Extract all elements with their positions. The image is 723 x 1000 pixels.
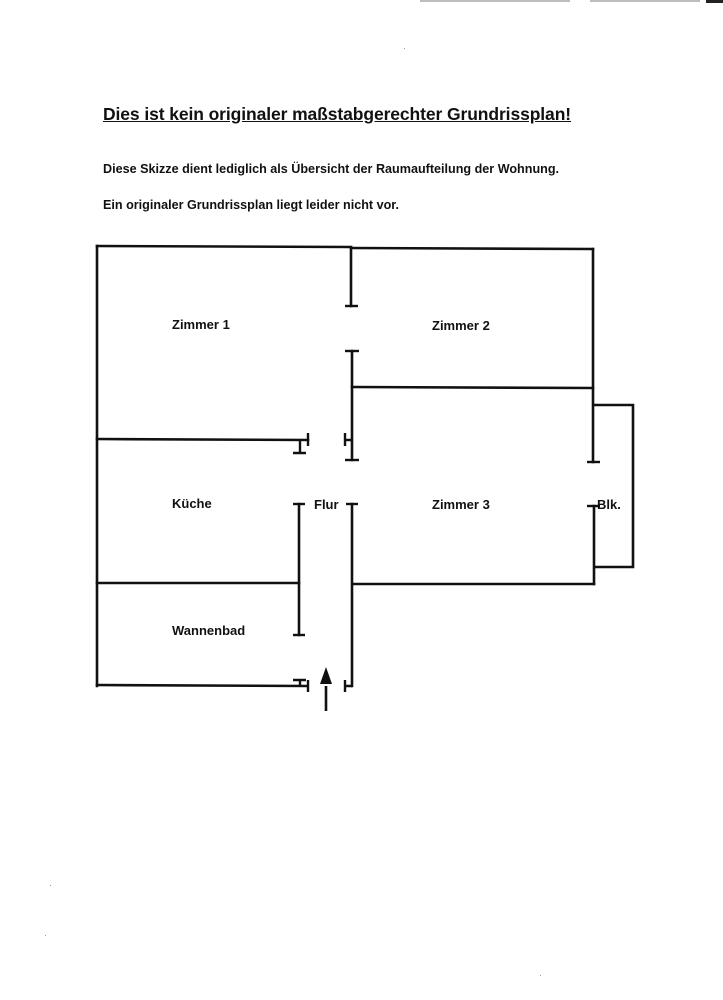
scan-artifact-line — [590, 0, 700, 2]
room-label-kueche: Küche — [172, 496, 212, 511]
room-label-zimmer-2: Zimmer 2 — [432, 318, 490, 333]
wall-outer-top-left — [95, 244, 353, 249]
arrow-up-icon — [320, 667, 332, 711]
scan-artifact-mark — [706, 0, 723, 3]
page-heading: Dies ist kein originaler maßstabgerechte… — [103, 104, 572, 124]
wall-outer-bottom — [95, 683, 308, 688]
scan-speck — [45, 935, 46, 936]
scan-speck — [540, 975, 541, 976]
wall-balcony — [592, 403, 635, 569]
room-label-flur: Flur — [314, 497, 339, 512]
door-cap — [293, 440, 306, 455]
scan-artifact-line — [420, 0, 570, 2]
wall-zimmer1-kueche — [95, 437, 310, 442]
room-label-wannenbad: Wannenbad — [172, 623, 245, 638]
note-paragraph: Ein originaler Grundrissplan liegt leide… — [103, 198, 400, 212]
intro-paragraph: Diese Skizze dient lediglich als Übersic… — [103, 162, 560, 176]
wall-outer-top-right — [349, 246, 595, 251]
room-label-balkon: Blk. — [597, 497, 621, 512]
wall-zimmer2-zimmer3 — [350, 385, 595, 390]
room-label-zimmer-3: Zimmer 3 — [432, 497, 490, 512]
scan-speck — [404, 48, 405, 49]
room-label-zimmer-1: Zimmer 1 — [172, 317, 230, 332]
door-cap — [343, 433, 352, 446]
door-cap — [343, 680, 352, 692]
scan-speck — [50, 885, 51, 886]
door-cap — [293, 678, 306, 686]
